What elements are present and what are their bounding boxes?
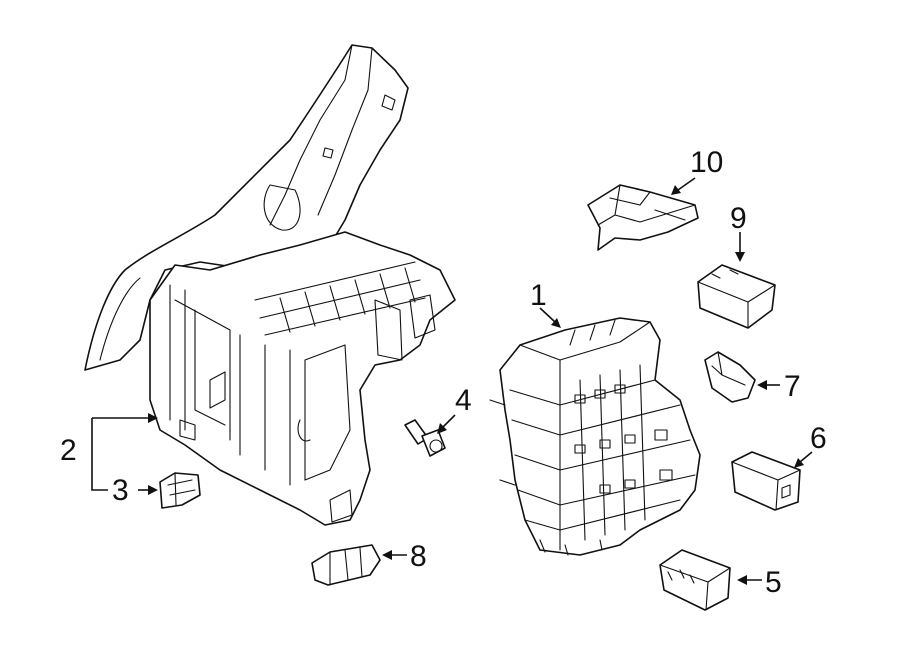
callout-10: 10 [690,146,723,179]
part-6-relay [731,451,801,511]
part-5-relay [659,549,731,611]
part-7-relay [704,351,756,403]
callout-4: 4 [455,384,472,417]
callout-8: 8 [410,540,427,573]
leader-lines [91,177,813,585]
part-2-bracket [84,44,456,526]
part-1-fuse-box [489,317,701,556]
callout-1: 1 [530,279,547,312]
callout-9: 9 [730,202,747,235]
callout-2: 2 [60,434,77,467]
part-10-connector [587,184,699,251]
part-3-clip [159,472,201,509]
part-8-bracket [311,544,381,586]
callout-5: 5 [765,566,782,599]
part-9-relay [697,264,776,329]
callout-3: 3 [112,474,129,507]
callout-7: 7 [784,370,801,403]
part-4-bolt [404,419,446,457]
callout-6: 6 [810,422,827,455]
